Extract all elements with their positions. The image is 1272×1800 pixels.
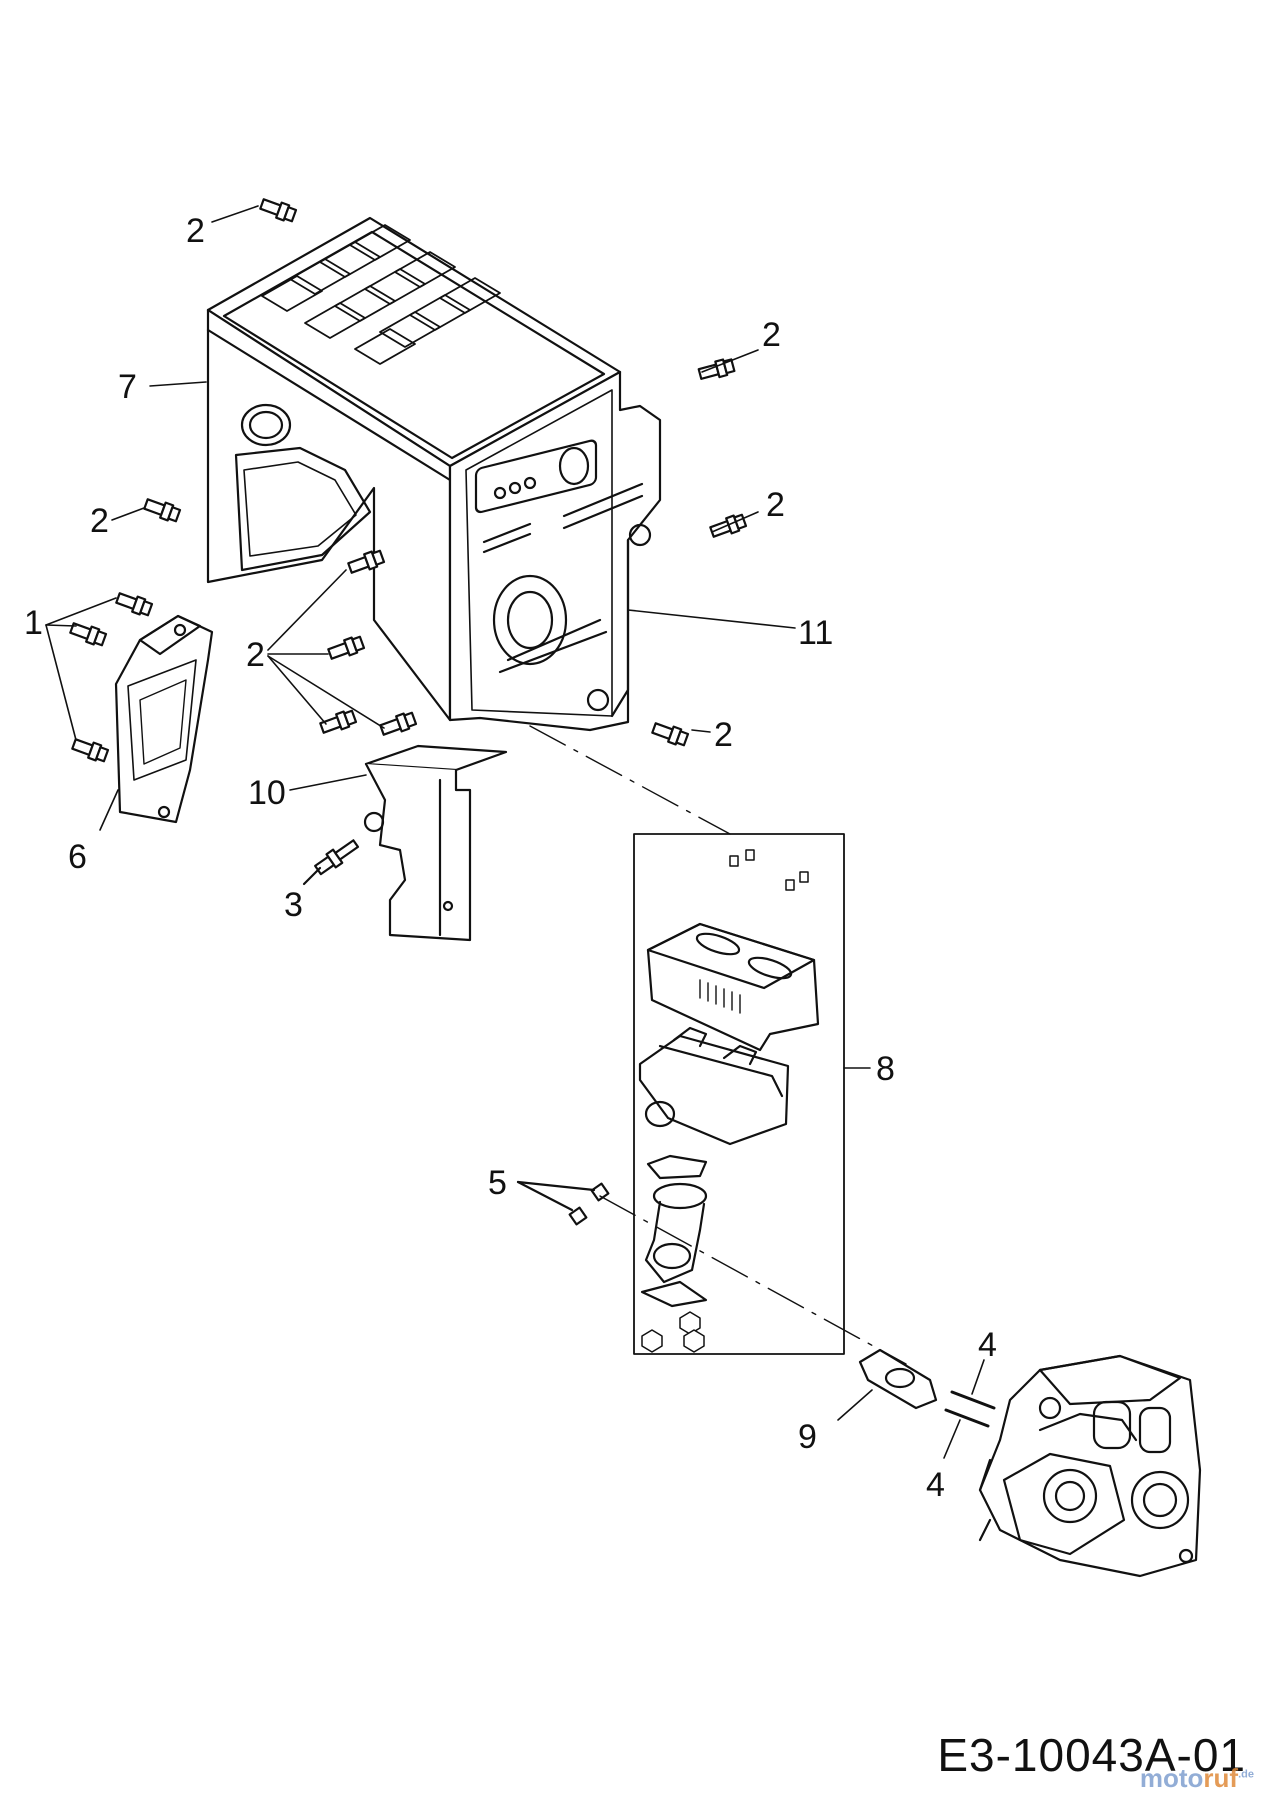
deflector-plate-part-10 [289,744,508,942]
callout-2: 2 [714,716,733,754]
callout-4: 4 [978,1326,997,1364]
cylinder-head [978,1354,1202,1578]
callout-3: 3 [284,886,303,924]
callout-5: 5 [488,1164,507,1202]
exhaust-gasket-part-9 [837,1348,938,1421]
callout-9: 9 [798,1418,817,1456]
bolt-part-1 [69,592,154,763]
callout-7: 7 [118,368,137,406]
heat-shield-bracket-part-6 [99,614,214,831]
callout-2: 2 [246,636,265,674]
callout-labels: 2 2 7 2 2 1 2 11 2 10 6 3 8 5 4 9 4 [24,212,997,1504]
callout-2: 2 [762,316,781,354]
screw-part-3 [302,839,360,886]
callout-11: 11 [798,614,833,652]
callout-6: 6 [68,838,87,876]
flange-bolt-part-2 [143,198,748,747]
watermark-logo: motoruf.de [1139,1763,1254,1793]
callout-2: 2 [90,502,109,540]
drawing-code: E3-10043A-01 [937,1729,1246,1781]
callout-2: 2 [766,486,785,524]
engine-shroud-part-7 [206,216,662,732]
callout-2: 2 [186,212,205,250]
callout-4: 4 [926,1466,945,1504]
callout-8: 8 [876,1050,895,1088]
callout-10: 10 [248,774,286,812]
lock-nut-part-5 [516,1180,610,1226]
muffler-assembly-part-8 [633,833,871,1355]
stud-part-4 [943,1359,996,1459]
callout-1: 1 [24,604,43,642]
